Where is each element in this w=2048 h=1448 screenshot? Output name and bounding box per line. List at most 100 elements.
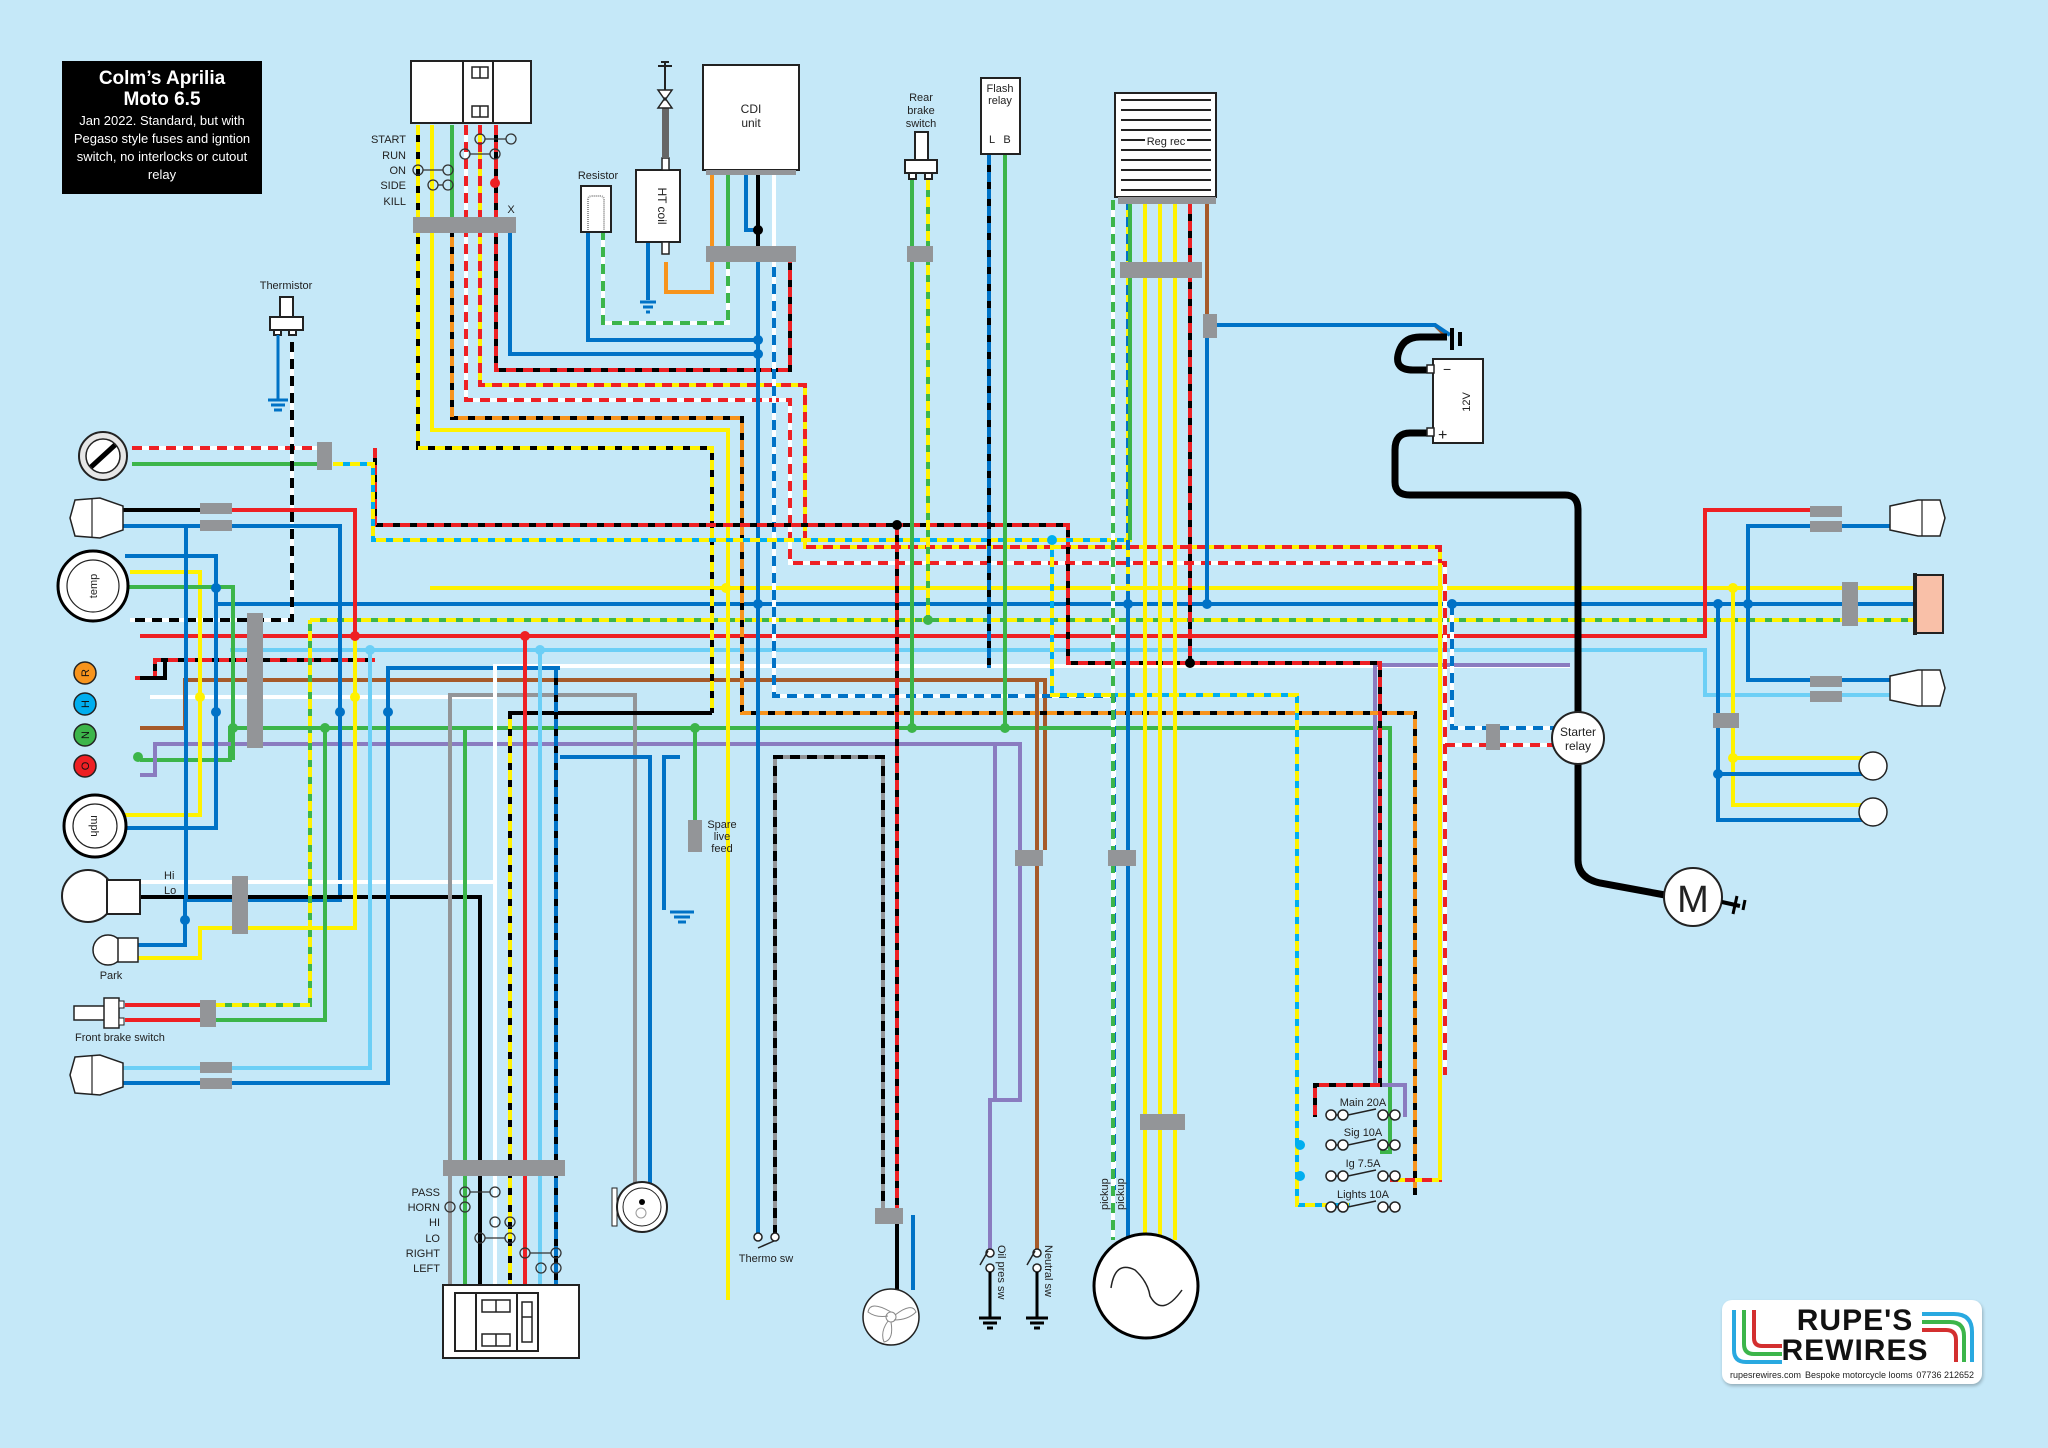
alternator: pickup pickup	[1092, 1178, 1200, 1340]
wire-blue-indicator-bottom	[120, 666, 560, 1085]
fuse-terminal	[1325, 1201, 1337, 1213]
junction-dot	[211, 583, 221, 593]
wire-blue-x	[508, 220, 758, 356]
logo-name: RUPE'S REWIRES	[1780, 1306, 1930, 1366]
junction-dot	[490, 178, 500, 188]
diagram-title-line1: Colm’s Aprilia	[98, 68, 226, 89]
oil-pressure-switch: Oil pres sw	[979, 1245, 1007, 1330]
logo-website[interactable]: rupesrewires.com	[1730, 1370, 1802, 1380]
logo-phone: 07736 212652	[1916, 1370, 1974, 1380]
warning-light-lens	[73, 692, 97, 716]
starter-relay: Starter relay	[1551, 711, 1605, 765]
reg-rec: Reg rec	[1114, 92, 1217, 204]
thermistor: Thermistor	[260, 280, 313, 412]
wire-blue-indicator-left	[100, 524, 342, 947]
junction-dot	[350, 631, 360, 641]
connector-block	[200, 520, 232, 531]
thermo-sw-label: Thermo sw	[739, 1253, 793, 1265]
cable-starter-motor	[1574, 760, 1666, 899]
connector-block	[443, 1160, 565, 1176]
rear-brake-label-3: switch	[906, 118, 937, 130]
fuse-label: Lights 10A	[1337, 1189, 1390, 1201]
rupes-rewires-logo: RUPE'S REWIRES rupesrewires.com Bespoke …	[1722, 1300, 1982, 1384]
rear-brake-label-2: brake	[907, 105, 935, 117]
resistor-label: Resistor	[578, 170, 619, 182]
connector-block	[413, 217, 516, 233]
thermistor-label: Thermistor	[260, 280, 313, 292]
ign-marker-x: X	[507, 204, 515, 216]
cable-battery-neg	[1394, 333, 1447, 374]
fuse-terminal	[1389, 1109, 1401, 1121]
junction-dot	[383, 707, 393, 717]
wire-blue-resistor	[586, 230, 758, 342]
rear-brake-label-1: Rear	[909, 92, 933, 104]
wire-grey-black-thermo	[773, 755, 885, 1235]
spare-live-feed: Spare live feed	[670, 819, 737, 924]
warning-light-n: N	[73, 723, 97, 747]
junctions	[133, 178, 1753, 1181]
starter-motor-label: M	[1677, 879, 1709, 921]
junction-dot	[535, 645, 545, 655]
wire-orange-black	[450, 220, 1417, 1195]
ht-coil: HT coil	[635, 61, 681, 255]
junction-dot	[320, 723, 330, 733]
ignition-switch[interactable]: START RUN ON SIDE KILL X	[371, 60, 532, 216]
junction-dot	[907, 723, 917, 733]
battery-neg-label: −	[1443, 361, 1451, 377]
junction-dot	[923, 615, 933, 625]
hb-pos-right: RIGHT	[406, 1248, 441, 1260]
junction-dot	[1295, 1140, 1305, 1150]
battery-pos-label: +	[1438, 427, 1447, 444]
park-label: Park	[100, 970, 123, 982]
connector-block	[1713, 713, 1739, 728]
fuse-main-20a[interactable]: Main 20A	[1325, 1097, 1401, 1121]
junction-dot	[1000, 723, 1010, 733]
warning-light-h: H	[73, 692, 97, 716]
flash-relay: Flash relay L B	[980, 77, 1021, 155]
indicator-rear-right-bottom	[1889, 669, 1946, 707]
fuse-ig-7-5a[interactable]: Ig 7.5A	[1325, 1158, 1401, 1182]
front-brake-label: Front brake switch	[75, 1032, 165, 1044]
junction-dot	[892, 520, 902, 530]
speedo-label: mph	[88, 815, 100, 836]
wire-yellow-temp	[125, 570, 202, 817]
junction-dot	[753, 225, 763, 235]
connector-block	[1015, 850, 1043, 866]
fuse-terminal	[1325, 1109, 1337, 1121]
fuse-sig-10a[interactable]: Sig 10A	[1325, 1127, 1401, 1151]
flash-relay-label-1: Flash	[987, 83, 1014, 95]
logo-footer: rupesrewires.com Bespoke motorcycle loom…	[1730, 1370, 1974, 1380]
rear-brake-switch: Rear brake switch	[904, 92, 938, 180]
warning-light-r: R	[73, 661, 97, 685]
wire-yellow	[430, 125, 730, 1300]
pickup-label-1: pickup	[1099, 1178, 1111, 1210]
wire-blue-horn	[560, 755, 652, 1190]
warning-light-lens	[73, 754, 97, 778]
connector-block	[1486, 724, 1500, 750]
connector-block	[1842, 582, 1858, 626]
diagram-description: Jan 2022. Standard, but with Pegaso styl…	[73, 113, 251, 182]
battery: − + 12V	[1426, 328, 1484, 444]
wire-blue-white	[772, 250, 1116, 1190]
ign-pos-on: ON	[390, 165, 407, 177]
handlebar-switch[interactable]: PASS HORN HI LO RIGHT LEFT	[406, 1186, 580, 1359]
temp-gauge-label: temp	[88, 574, 100, 598]
spare-feed-label-3: feed	[711, 843, 732, 855]
connector-block	[200, 1078, 232, 1089]
wire-red-bus	[140, 508, 1815, 638]
wire-grey-horn	[448, 693, 637, 1290]
oil-pres-sw-label: Oil pres sw	[995, 1245, 1007, 1299]
connector-block	[1108, 850, 1136, 866]
starter-motor: M	[1663, 867, 1747, 927]
warning-light-letter: H	[80, 700, 92, 708]
junction-dot	[335, 707, 345, 717]
junction-dot	[350, 692, 360, 702]
junction-dot	[721, 583, 731, 593]
connector-block	[706, 246, 796, 262]
warning-light-letter: O	[80, 761, 92, 770]
junction-dot	[1713, 599, 1723, 609]
fuse-lights-10a[interactable]: Lights 10A	[1325, 1189, 1401, 1213]
fuse-box[interactable]: Main 20A Sig 10A Ig 7.5A Lights 10A	[1325, 1097, 1401, 1213]
wire-purple-oil	[988, 742, 1022, 1250]
